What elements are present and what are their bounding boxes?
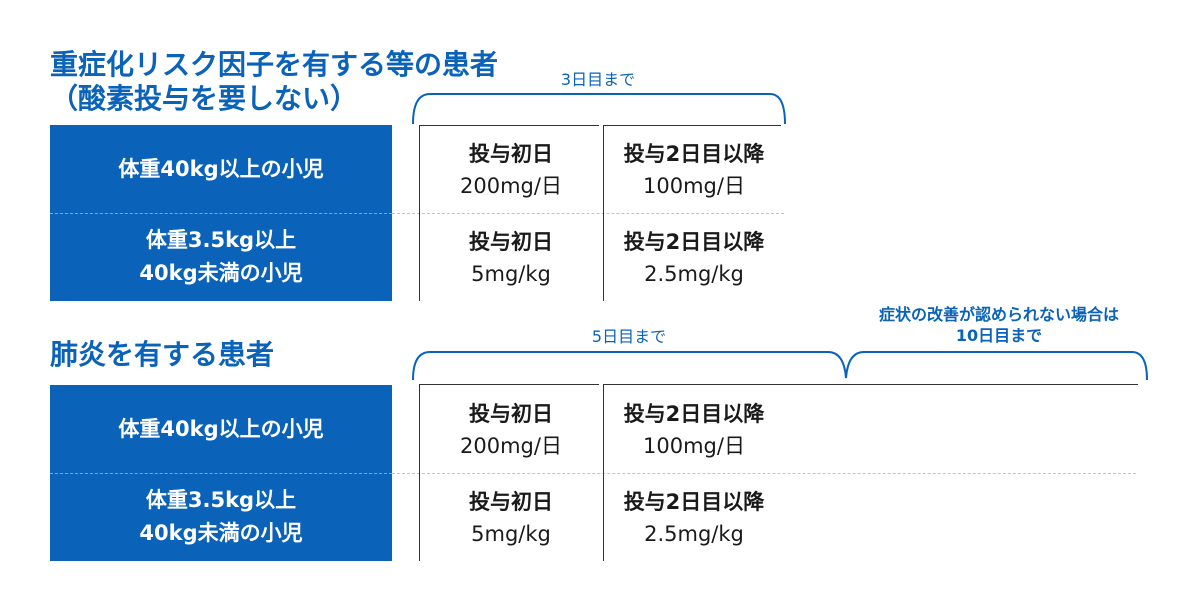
group-label-line2: 40kg未満の小児: [139, 521, 303, 545]
group-label-line1: 体重3.5kg以上: [145, 228, 297, 252]
section1-row2-day2-cell: 投与2日目以降 2.5mg/kg: [604, 216, 784, 300]
group-label: 体重40kg以上の小児: [118, 156, 324, 181]
section1-duration-bracket: [412, 93, 786, 125]
group-divider: [50, 213, 392, 214]
dose-day-title: 投与2日目以降: [623, 142, 765, 166]
section2-patient-group-panel: 体重40kg以上の小児 体重3.5kg以上 40kg未満の小児: [50, 385, 392, 561]
section2-row2-day1-cell: 投与初日 5mg/kg: [420, 476, 602, 560]
group-label: 体重40kg以上の小児: [118, 416, 324, 441]
dose-day-title: 投与初日: [469, 490, 553, 514]
dose-day-title: 投与2日目以降: [623, 230, 765, 254]
dose-day-title: 投与初日: [469, 142, 553, 166]
section2-extension-label-line2: 10日目まで: [955, 326, 1043, 345]
dose-amount: 200mg/日: [460, 174, 562, 198]
section1-heading: 重症化リスク因子を有する等の患者: [50, 48, 499, 81]
section1-subheading: （酸素投与を要しない）: [50, 82, 359, 115]
section2-bracket-label: 5日目まで: [591, 327, 667, 346]
dose-day-title: 投与2日目以降: [623, 490, 765, 514]
section1-row1-day1-cell: 投与初日 200mg/日: [420, 128, 602, 212]
dose-amount: 100mg/日: [643, 434, 745, 458]
dose-amount: 200mg/日: [460, 434, 562, 458]
section1-patient-group-panel: 体重40kg以上の小児 体重3.5kg以上 40kg未満の小児: [50, 125, 392, 301]
section2-group-over40kg: 体重40kg以上の小児: [50, 385, 392, 473]
dose-day-title: 投与初日: [469, 402, 553, 426]
dose-day-title: 投与2日目以降: [623, 402, 765, 426]
section2-heading: 肺炎を有する患者: [50, 338, 275, 371]
dose-amount: 100mg/日: [643, 174, 745, 198]
dose-amount: 5mg/kg: [471, 522, 551, 546]
section2-extension-label-line1: 症状の改善が認められない場合は: [878, 305, 1119, 324]
section1-col-line-mid: [603, 125, 604, 301]
dose-amount: 5mg/kg: [471, 262, 551, 286]
section1-row2-day1-cell: 投与初日 5mg/kg: [420, 216, 602, 300]
section1-row1-day2-cell: 投与2日目以降 100mg/日: [604, 128, 784, 212]
section1-group-over40kg: 体重40kg以上の小児: [50, 125, 392, 213]
section1-top-line-day1: [419, 125, 599, 126]
dose-day-title: 投与初日: [469, 230, 553, 254]
section2-top-line-day1: [419, 384, 599, 385]
section2-row1-day1-cell: 投与初日 200mg/日: [420, 388, 602, 472]
section2-group-3_5to40kg: 体重3.5kg以上 40kg未満の小児: [50, 473, 392, 561]
section2-row2-day2-cell: 投与2日目以降 2.5mg/kg: [604, 476, 784, 560]
section2-col-line-left: [419, 384, 420, 561]
section1-group-3_5to40kg: 体重3.5kg以上 40kg未満の小児: [50, 213, 392, 301]
group-divider: [50, 473, 392, 474]
section2-row-divider: [392, 473, 1136, 474]
section2-col-line-mid: [603, 384, 604, 561]
section1-top-line-day2: [603, 125, 781, 126]
section1-row-divider: [392, 213, 784, 214]
section1-col-line-left: [419, 125, 420, 301]
dose-amount: 2.5mg/kg: [644, 262, 744, 286]
group-label-line1: 体重3.5kg以上: [145, 488, 297, 512]
dose-amount: 2.5mg/kg: [644, 522, 744, 546]
section1-bracket-label: 3日目まで: [560, 70, 636, 89]
group-label-line2: 40kg未満の小児: [139, 261, 303, 285]
section2-row1-day2-cell: 投与2日目以降 100mg/日: [604, 388, 784, 472]
section2-top-line-day2: [603, 384, 1138, 385]
section2-duration-bracket: [412, 351, 1148, 381]
